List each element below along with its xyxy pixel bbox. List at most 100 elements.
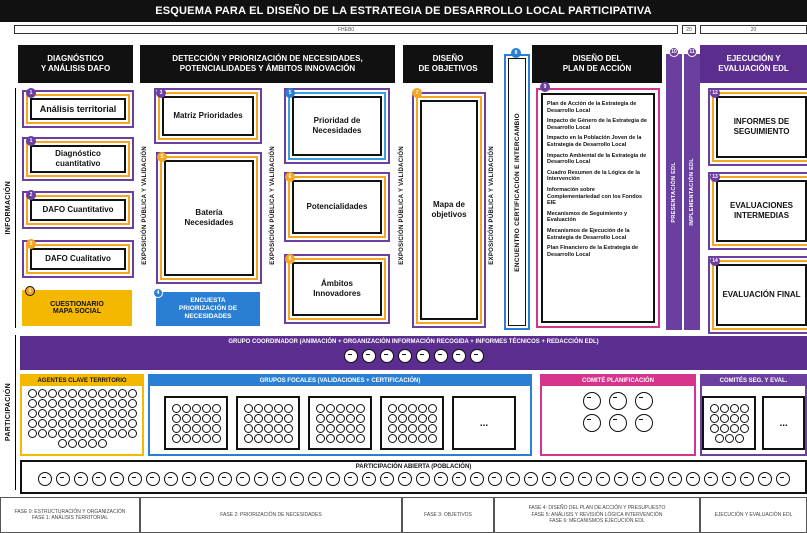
- col-plan-accion: DISEÑO DEL PLAN DE ACCIÓN: [532, 45, 662, 83]
- person-icon: [739, 472, 754, 486]
- person-icon: [27, 398, 37, 408]
- grupos-focales-label: GRUPOS FOCALES (VALIDACIONES + CERTIFICA…: [150, 376, 530, 386]
- person-icon: [57, 428, 67, 438]
- person-icon: [283, 413, 293, 423]
- badge-det-6b: 6: [285, 254, 295, 264]
- person-icon: [201, 403, 211, 413]
- person-icon: [505, 472, 520, 486]
- person-icon: [77, 388, 87, 398]
- person-icon: [343, 472, 358, 486]
- person-icon: [775, 472, 790, 486]
- col-deteccion: DETECCIÓN Y PRIORIZACIÓN DE NECESIDADES,…: [140, 45, 395, 83]
- expo-4-label: EXPOSICIÓN PÚBLICA Y VALIDACIÓN: [489, 145, 495, 265]
- plan-item: Impacto Ambiental de la Estrategia de De…: [547, 152, 647, 166]
- person-icon: [397, 472, 412, 486]
- label-cuestionario: CUESTIONARIO MAPA SOCIAL: [50, 301, 104, 315]
- person-icon: [97, 428, 107, 438]
- sidebar-informacion: INFORMACIÓN: [2, 88, 16, 328]
- bar-implementacion: IMPLEMENTACIÓN EDL: [684, 54, 700, 330]
- person-icon: [335, 423, 345, 433]
- person-icon: [283, 433, 293, 443]
- person-icon: [181, 413, 191, 423]
- person-icon: [427, 413, 437, 423]
- person-icon: [361, 472, 376, 486]
- person-icon: [541, 472, 556, 486]
- person-icon: [211, 413, 221, 423]
- comite-label: COMITÉ PLANIFICACIÓN: [542, 376, 694, 386]
- label-implementacion: IMPLEMENTACIÓN EDL: [689, 158, 695, 226]
- person-icon: [487, 472, 502, 486]
- plan-inner: Plan de Acción de la Estrategia de Desar…: [541, 93, 655, 323]
- person-icon: [739, 413, 749, 423]
- person-icon: [117, 428, 127, 438]
- expo-3-label: EXPOSICIÓN PÚBLICA Y VALIDACIÓN: [399, 145, 405, 265]
- person-icon: [253, 423, 263, 433]
- person-icon: [387, 433, 397, 443]
- person-icon: [181, 472, 196, 486]
- person-icon: [345, 433, 355, 443]
- person-icon: [97, 408, 107, 418]
- person-icon: [117, 398, 127, 408]
- person-icon: [57, 388, 67, 398]
- person-icon: [97, 398, 107, 408]
- label-dafo-cualitativo: DAFO Cualitativo: [45, 254, 111, 264]
- person-icon: [77, 428, 87, 438]
- person-icon: [171, 413, 181, 423]
- person-icon: [253, 413, 263, 423]
- person-icon: [325, 423, 335, 433]
- person-icon: [47, 388, 57, 398]
- label-evaluaciones: EVALUACIONES INTERMEDIAS: [730, 201, 793, 220]
- label-prioridad: Prioridad de Necesidades: [312, 116, 362, 135]
- plan-item: Mecanismos de Ejecución de la Estrategia…: [547, 227, 630, 241]
- person-icon: [273, 403, 283, 413]
- open-people: [22, 472, 805, 491]
- focal-group-4: [380, 396, 444, 450]
- badge-det-5a: 5: [157, 152, 167, 162]
- focal-group-1: [164, 396, 228, 450]
- label-analisis-territorial: Análisis territorial: [39, 103, 117, 114]
- coordinador-people: [20, 349, 807, 368]
- person-icon: [171, 433, 181, 443]
- person-icon: [67, 428, 77, 438]
- person-icon: [583, 414, 601, 432]
- person-icon: [325, 413, 335, 423]
- person-icon: [739, 403, 749, 413]
- person-icon: [397, 423, 407, 433]
- box-cuestionario-mapa-social: CUESTIONARIO MAPA SOCIAL: [22, 290, 132, 326]
- person-icon: [345, 423, 355, 433]
- footer-ejecucion: EJECUCIÓN Y EVALUACIÓN EDL: [700, 497, 807, 533]
- participacion-label: PARTICIPACIÓN: [5, 383, 12, 442]
- person-icon: [127, 418, 137, 428]
- grupos-focales-row: ...: [150, 396, 530, 450]
- badge-det-6a: 6: [285, 172, 295, 182]
- person-icon: [271, 472, 286, 486]
- person-icon: [67, 398, 77, 408]
- label-diagnostico-cuantitativo: Diagnóstico cuantitativo: [55, 149, 101, 168]
- agentes-clave-box: AGENTES CLAVE TERRITORIO: [20, 374, 144, 456]
- person-icon: [407, 413, 417, 423]
- box-evaluacion-final: EVALUACIÓN FINAL: [716, 264, 807, 326]
- box-prioridad-necesidades: Prioridad de Necesidades: [292, 96, 382, 156]
- person-icon: [191, 423, 201, 433]
- label-mapa: Mapa de objetivos: [431, 200, 467, 219]
- participacion-abierta-label: PARTICIPACIÓN ABIERTA (POBLACIÓN): [355, 464, 472, 470]
- person-icon: [253, 403, 263, 413]
- label-encuesta: ENCUESTA PRIORIZACIÓN DE NECESIDADES: [178, 297, 238, 320]
- person-icon: [77, 438, 87, 448]
- person-icon: [47, 398, 57, 408]
- person-icon: [335, 403, 345, 413]
- person-icon: [315, 413, 325, 423]
- person-icon: [117, 418, 127, 428]
- person-icon: [211, 423, 221, 433]
- person-icon: [415, 349, 430, 363]
- comites-seg-box: COMITÉS SEG. Y EVAL. ...: [700, 374, 807, 456]
- person-icon: [145, 472, 160, 486]
- label-informes: INFORMES DE SEGUIMIENTO: [733, 117, 790, 136]
- agentes-label: AGENTES CLAVE TERRITORIO: [22, 376, 142, 386]
- person-icon: [201, 423, 211, 433]
- person-icon: [451, 472, 466, 486]
- plan-item: Cuadro Resumen de la Lógica de la Interv…: [547, 169, 640, 183]
- person-icon: [709, 423, 719, 433]
- person-icon: [397, 433, 407, 443]
- person-icon: [55, 472, 70, 486]
